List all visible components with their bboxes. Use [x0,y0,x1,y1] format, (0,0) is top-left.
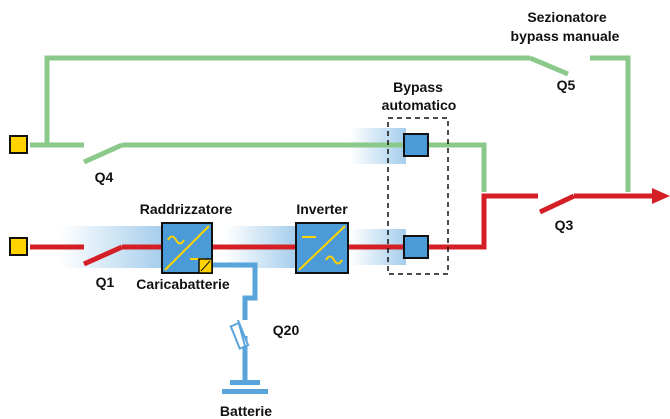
dc-ac-converter-icon [295,222,349,274]
label-q1: Q1 [96,274,115,290]
label-q4: Q4 [95,169,114,185]
label-q5: Q5 [557,77,576,93]
manual-bypass-line [30,55,631,192]
ac-dc-converter-icon [161,222,213,274]
label-q20: Q20 [273,322,300,338]
label-bypass-manual-line2: bypass manuale [511,28,620,44]
label-bypass-auto-line1: Bypass [393,79,443,95]
label-rectifier: Raddrizzatore [140,201,233,217]
label-bypass-manual-line1: Sezionatore [527,9,607,25]
label-inverter: Inverter [296,201,348,217]
input-terminal-mains [9,237,28,256]
input-terminal-bypass [9,135,28,154]
main-power-line [30,193,656,267]
static-switch-icon [403,235,429,259]
static-switch-icon [403,133,429,157]
fuse-switch-icon [229,319,250,351]
label-battery: Batterie [220,403,272,419]
label-bypass-auto-line2: automatico [382,97,457,113]
label-charger: Caricabatterie [136,276,230,292]
battery-icon [222,380,268,394]
automatic-bypass-line [30,142,487,192]
label-q3: Q3 [555,217,574,233]
arrow-right-icon [652,188,670,204]
automatic-bypass-box [387,117,449,275]
